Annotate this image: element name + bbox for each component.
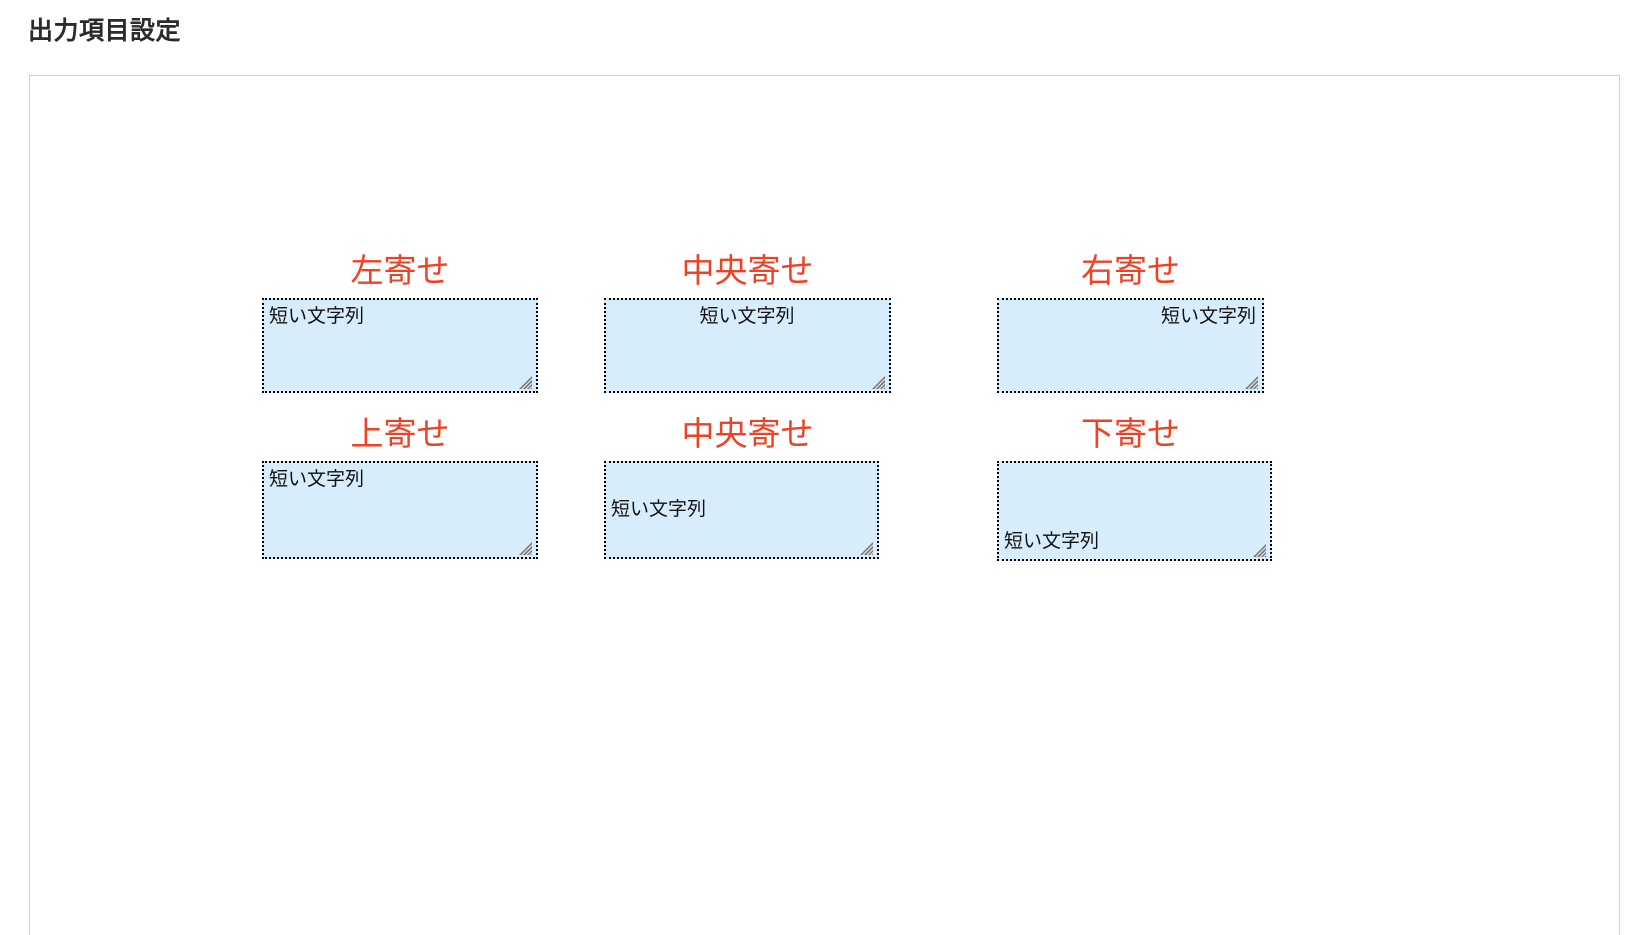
alignment-label-right: 右寄せ bbox=[1081, 252, 1180, 289]
textarea-value: 短い文字列 bbox=[1004, 531, 1100, 553]
textarea-value: 短い文字列 bbox=[269, 468, 365, 490]
alignment-cell-right: 右寄せ 短い文字列 bbox=[997, 252, 1332, 393]
alignment-label-top: 上寄せ bbox=[350, 414, 450, 452]
alignment-cell-bottom: 下寄せ 短い文字列 bbox=[997, 415, 1332, 561]
resize-grip-icon[interactable] bbox=[518, 373, 533, 390]
textarea-wrapper-bottom: 短い文字列 bbox=[997, 460, 1332, 561]
textarea-center-aligned[interactable]: 短い文字列 bbox=[604, 297, 891, 393]
resize-grip-icon[interactable] bbox=[859, 539, 874, 556]
textarea-value: 短い文字列 bbox=[699, 305, 795, 327]
resize-grip-icon[interactable] bbox=[871, 373, 886, 390]
resize-grip-icon[interactable] bbox=[1244, 373, 1259, 390]
textarea-wrapper-center: 短い文字列 bbox=[604, 297, 997, 393]
textarea-value: 短い文字列 bbox=[1160, 305, 1256, 327]
resize-grip-icon[interactable] bbox=[518, 539, 533, 556]
alignment-demo-grid: 左寄せ 短い文字列 中央寄せ bbox=[232, 252, 1332, 561]
textarea-top-aligned[interactable]: 短い文字列 bbox=[262, 460, 538, 559]
alignment-label-center: 中央寄せ bbox=[681, 252, 814, 289]
alignment-label-middle: 中央寄せ bbox=[681, 414, 814, 452]
textarea-wrapper-middle: 短い文字列 bbox=[604, 460, 997, 559]
horizontal-alignment-row: 左寄せ 短い文字列 中央寄せ bbox=[232, 252, 1332, 393]
vertical-alignment-row: 上寄せ 短い文字列 中央寄せ bbox=[232, 415, 1332, 561]
alignment-label-left: 左寄せ bbox=[350, 252, 450, 289]
alignment-cell-left: 左寄せ 短い文字列 bbox=[232, 252, 604, 393]
page-title: 出力項目設定 bbox=[28, 17, 182, 45]
alignment-label-bottom: 下寄せ bbox=[1081, 414, 1180, 452]
alignment-cell-center: 中央寄せ 短い文字列 bbox=[604, 252, 997, 393]
alignment-cell-top: 上寄せ 短い文字列 bbox=[232, 415, 604, 559]
settings-panel: 左寄せ 短い文字列 中央寄せ bbox=[29, 75, 1620, 935]
textarea-value: 短い文字列 bbox=[269, 305, 365, 327]
textarea-left-aligned[interactable]: 短い文字列 bbox=[262, 297, 538, 393]
textarea-middle-aligned[interactable]: 短い文字列 bbox=[604, 460, 879, 559]
textarea-value: 短い文字列 bbox=[611, 499, 707, 520]
alignment-cell-middle: 中央寄せ 短い文字列 bbox=[604, 415, 997, 559]
resize-grip-icon[interactable] bbox=[1252, 541, 1267, 558]
textarea-right-aligned[interactable]: 短い文字列 bbox=[997, 297, 1264, 393]
textarea-wrapper-right: 短い文字列 bbox=[997, 297, 1332, 393]
textarea-wrapper-left: 短い文字列 bbox=[262, 297, 604, 393]
textarea-wrapper-top: 短い文字列 bbox=[262, 460, 604, 559]
textarea-bottom-aligned[interactable]: 短い文字列 bbox=[997, 460, 1272, 561]
